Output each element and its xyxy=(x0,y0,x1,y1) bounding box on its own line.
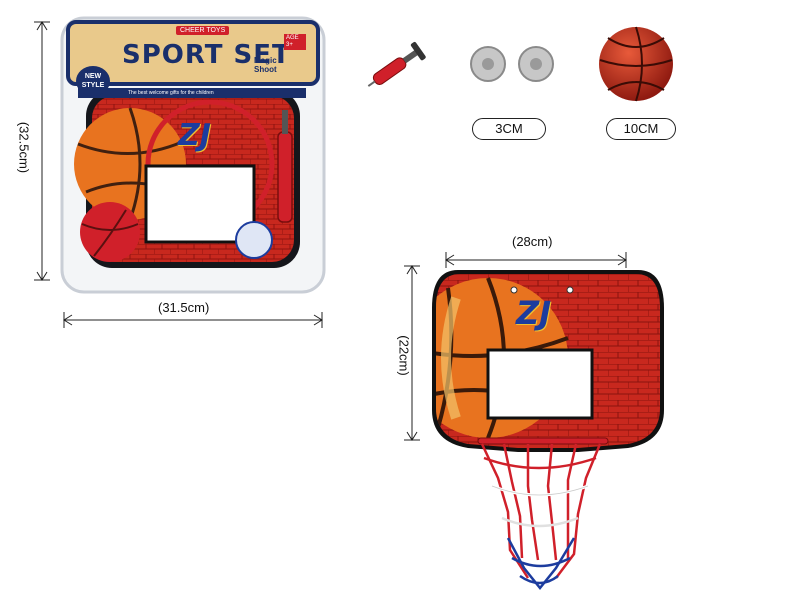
board-width-label: (28cm) xyxy=(512,234,553,249)
package-width-label: (31.5cm) xyxy=(158,300,210,315)
disc-size-label: 3CM xyxy=(472,118,546,140)
package-logo: ZJ xyxy=(178,118,211,153)
package-subtitle: Magic Shoot xyxy=(254,56,277,74)
basketball-icon xyxy=(599,26,673,102)
package-brand: CHEER TOYS xyxy=(176,26,230,35)
package-badge: NEW STYLE xyxy=(76,66,110,96)
board-height-label: (22cm) xyxy=(396,335,412,376)
pump-icon xyxy=(367,41,426,87)
board-width-arrow xyxy=(445,252,627,268)
disc-icon-1 xyxy=(470,46,506,82)
package-width-arrow xyxy=(63,312,323,328)
package-tagline: The best welcome gifts for the children xyxy=(128,90,214,96)
disc-icon-2 xyxy=(518,46,554,82)
package-illustration xyxy=(60,16,326,294)
package: CHEER TOYS SPORT SET Magic Shoot AGE 3+ … xyxy=(58,14,328,296)
board-logo: ZJ xyxy=(516,294,552,332)
package-title: SPORT SET xyxy=(122,40,291,70)
package-height-arrow xyxy=(34,21,50,281)
package-age: AGE 3+ xyxy=(284,34,306,50)
package-height-label: (32.5cm) xyxy=(16,121,32,174)
ball-size-label: 10CM xyxy=(606,118,676,140)
board-height-arrow xyxy=(404,265,420,441)
backboard xyxy=(432,270,664,591)
